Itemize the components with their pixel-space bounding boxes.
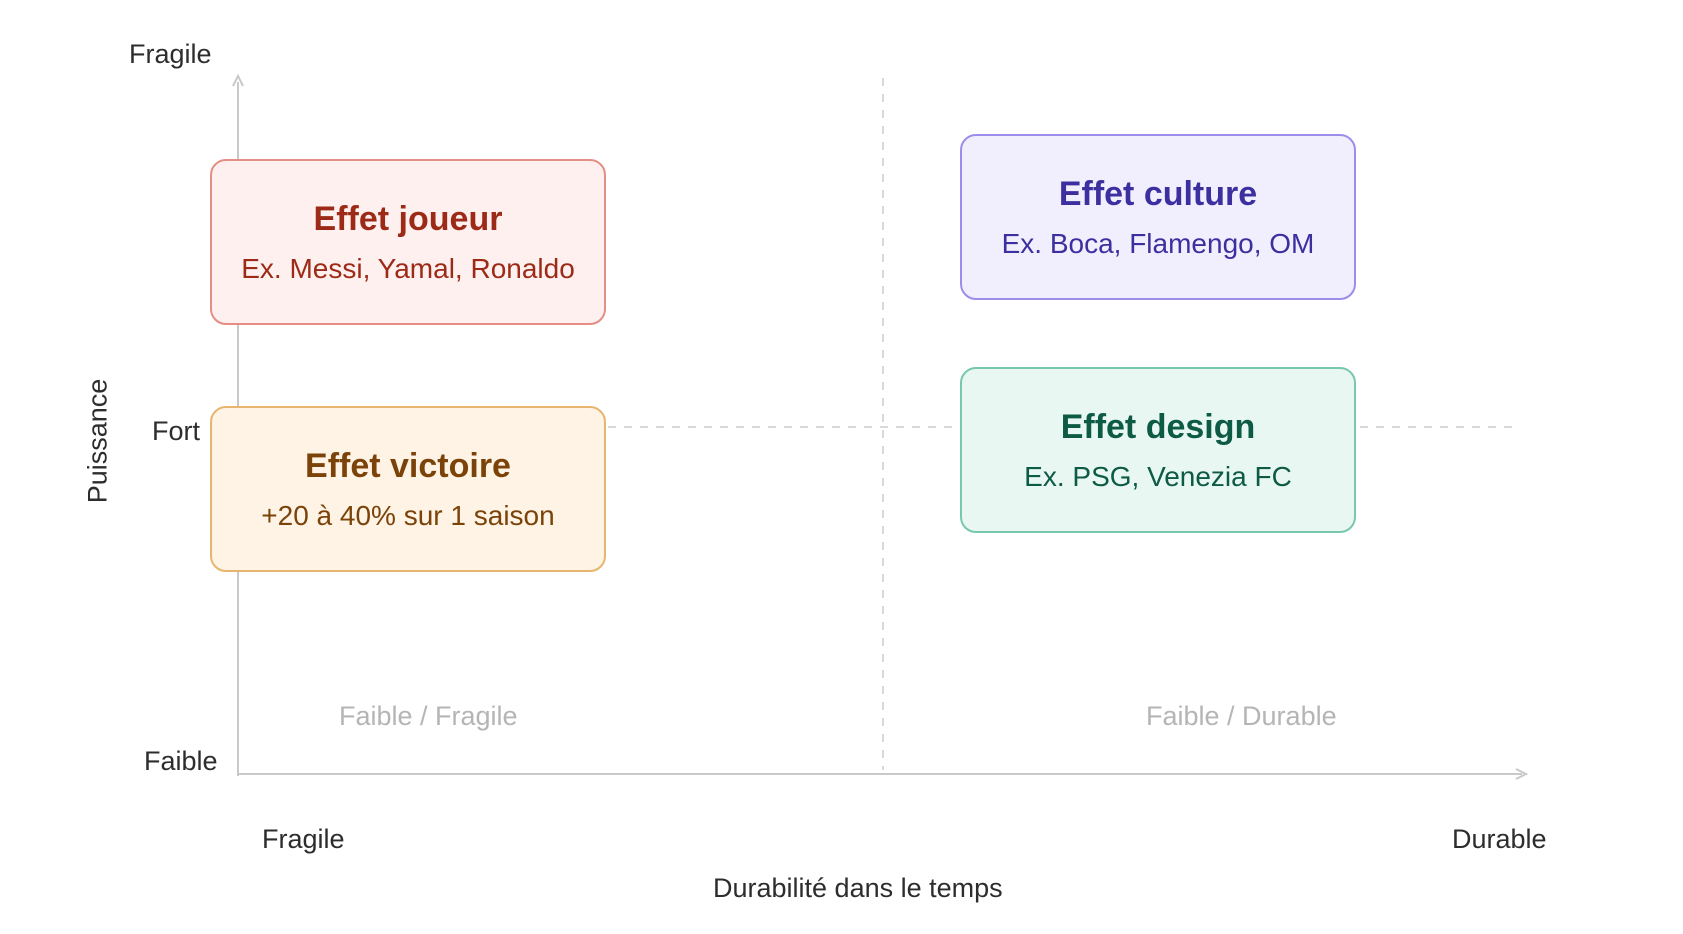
card-effet-joueur: Effet joueur Ex. Messi, Yamal, Ronaldo bbox=[210, 159, 606, 325]
y-tick-top: Fragile bbox=[129, 39, 212, 69]
card-effet-victoire: Effet victoire +20 à 40% sur 1 saison bbox=[210, 406, 606, 572]
card-title: Effet culture bbox=[1058, 174, 1258, 213]
card-subtitle: Ex. PSG, Venezia FC bbox=[1024, 460, 1292, 492]
x-tick-right: Durable bbox=[1452, 824, 1547, 854]
quadrant-label-bottom-left: Faible / Fragile bbox=[339, 701, 518, 731]
x-axis-title: Durabilité dans le temps bbox=[713, 873, 1003, 903]
y-tick-bottom: Faible bbox=[144, 746, 218, 776]
card-subtitle: Ex. Boca, Flamengo, OM bbox=[1001, 227, 1315, 259]
card-subtitle: +20 à 40% sur 1 saison bbox=[261, 499, 555, 531]
card-effet-culture: Effet culture Ex. Boca, Flamengo, OM bbox=[960, 134, 1356, 300]
x-axis-arrow bbox=[1515, 768, 1529, 780]
y-axis-title: Puissance bbox=[82, 378, 113, 504]
card-subtitle: Ex. Messi, Yamal, Ronaldo bbox=[241, 252, 575, 284]
card-title: Effet joueur bbox=[313, 199, 503, 238]
card-title: Effet design bbox=[1060, 407, 1256, 446]
card-title: Effet victoire bbox=[305, 446, 511, 485]
y-tick-middle: Fort bbox=[152, 416, 201, 446]
x-tick-left: Fragile bbox=[262, 824, 345, 854]
y-axis-arrow bbox=[232, 73, 244, 87]
quadrant-label-bottom-right: Faible / Durable bbox=[1146, 701, 1337, 731]
card-effet-design: Effet design Ex. PSG, Venezia FC bbox=[960, 367, 1356, 533]
